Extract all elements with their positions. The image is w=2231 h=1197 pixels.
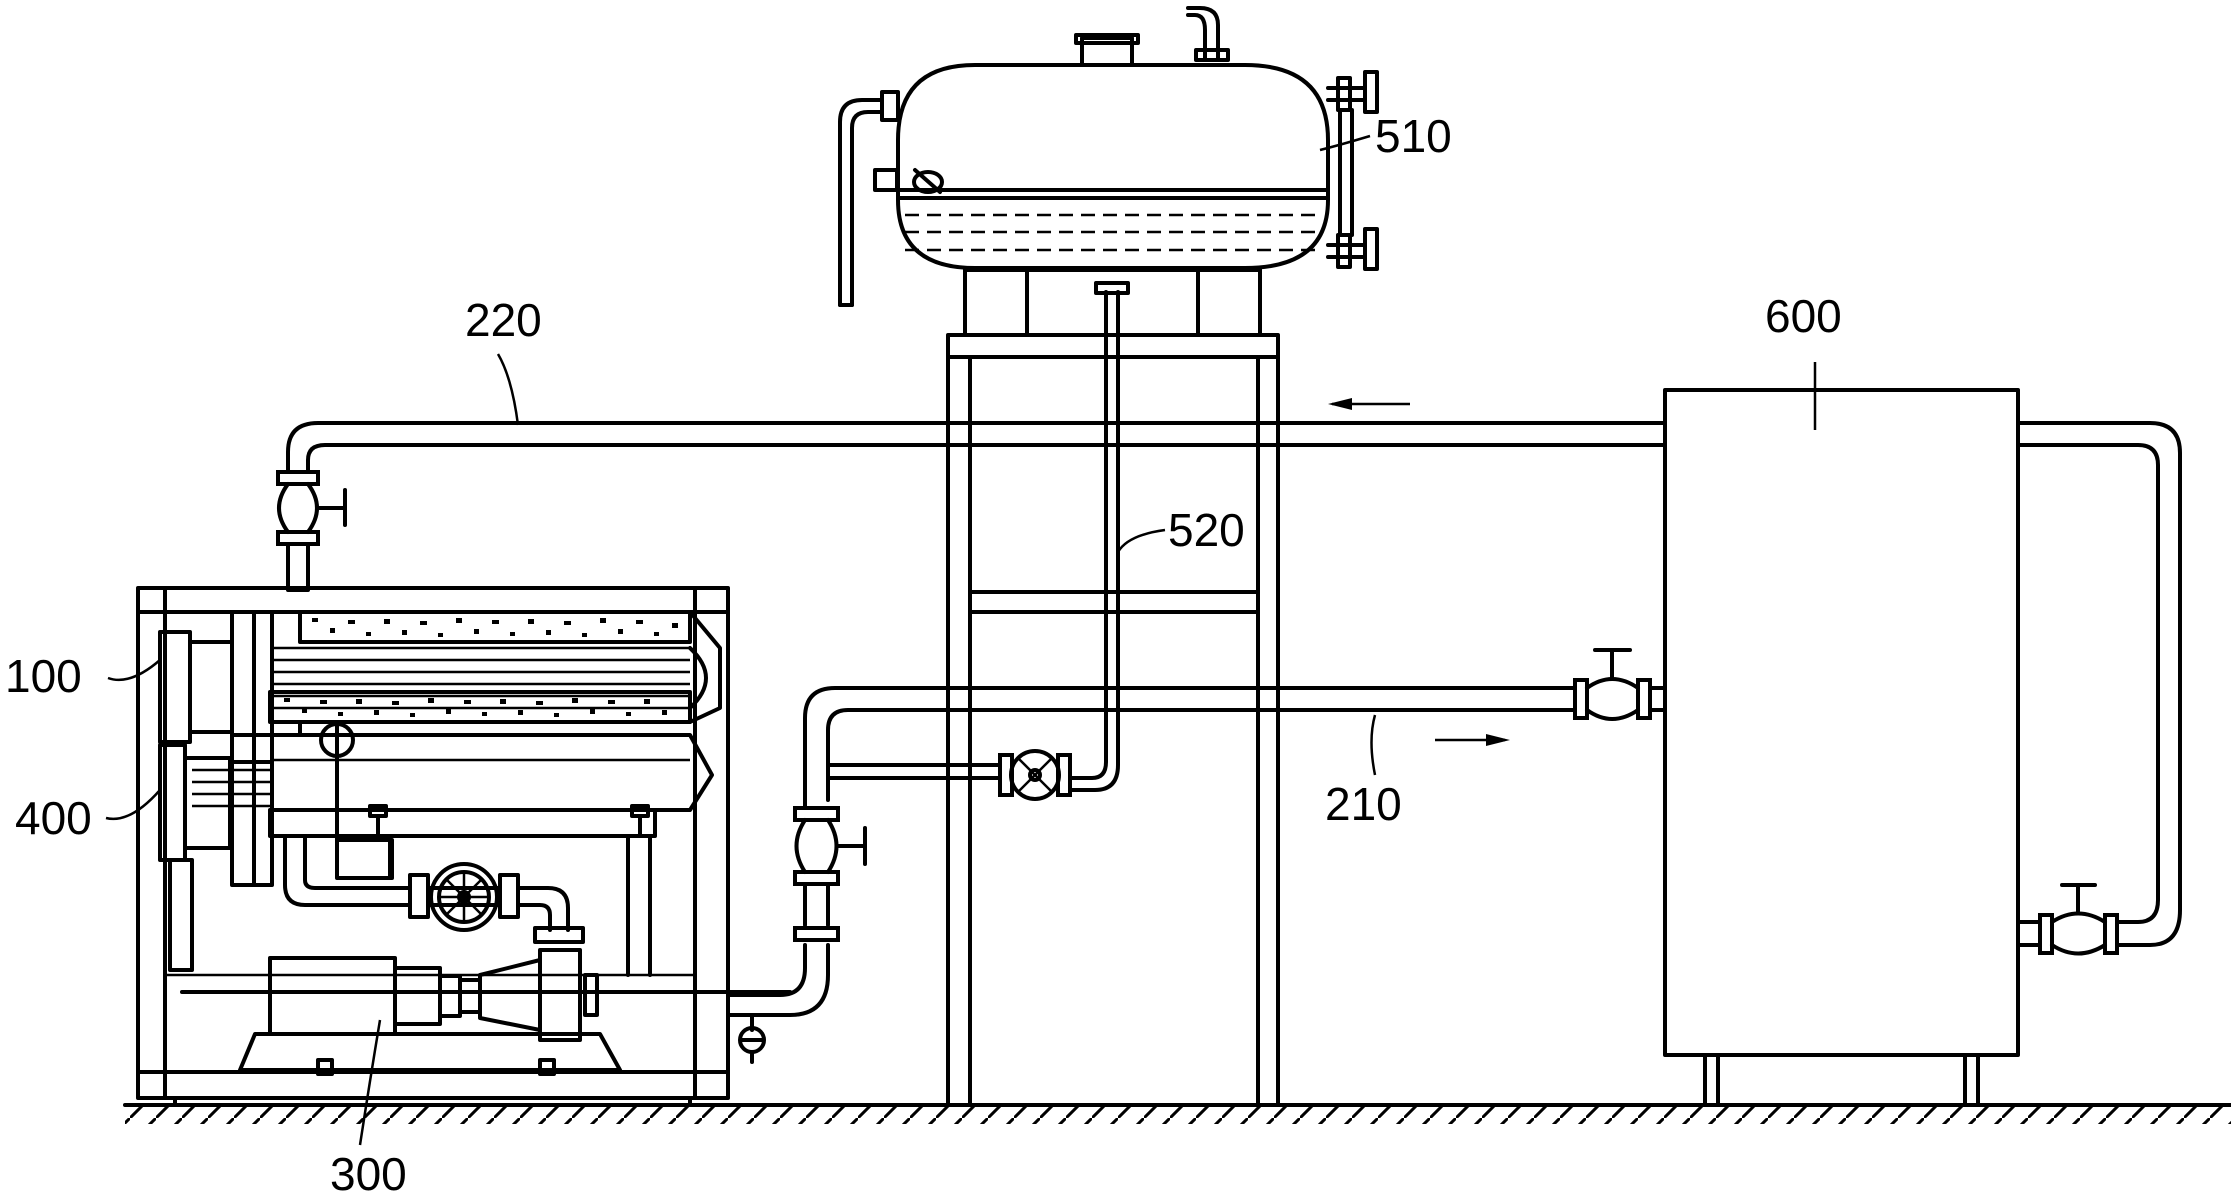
- internal-piping: [268, 804, 657, 977]
- circulation-pump: [408, 862, 585, 944]
- label-400: 400: [15, 792, 92, 844]
- valve-600-outlet: [2038, 883, 2119, 956]
- ground: [123, 1103, 2231, 1124]
- heater-element-100: [158, 610, 722, 764]
- valve-210-vertical: [793, 806, 867, 942]
- heater-element-400: [158, 720, 714, 972]
- pipe-220-return: [286, 421, 2182, 947]
- leader-lines: [105, 134, 1817, 1146]
- support-tower: [946, 333, 1280, 1107]
- label-600: 600: [1765, 290, 1842, 342]
- flow-arrow-220: [1328, 398, 1410, 410]
- drain-valve: [738, 1013, 766, 1064]
- valve-220: [276, 470, 347, 546]
- flow-arrow-210: [1435, 734, 1510, 746]
- valve-520: [998, 749, 1072, 801]
- pipe-520: [998, 281, 1130, 792]
- label-100: 100: [5, 650, 82, 702]
- label-300: 300: [330, 1148, 407, 1197]
- insulation-speckle: [284, 618, 678, 717]
- pressure-gauge: [319, 722, 394, 880]
- expansion-tank-510: [838, 6, 1379, 337]
- valve-210-horizontal: [1573, 648, 1652, 721]
- label-210: 210: [1325, 778, 1402, 830]
- motor-pump-300: [180, 948, 792, 1076]
- pipe-210-supply: [726, 686, 1667, 1017]
- equipment-600: [1663, 388, 2020, 1107]
- label-220: 220: [465, 294, 542, 346]
- label-520: 520: [1168, 504, 1245, 556]
- label-510: 510: [1375, 110, 1452, 162]
